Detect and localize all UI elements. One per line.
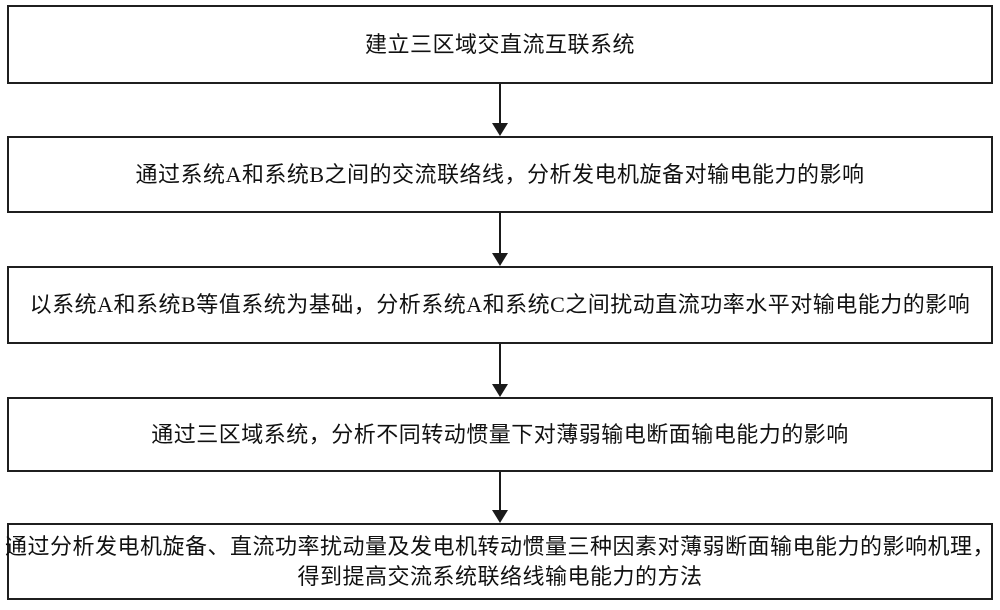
flow-step-1: 建立三区域交直流互联系统: [7, 5, 993, 84]
down-arrow-4: [492, 472, 508, 523]
down-arrow-2: [492, 213, 508, 266]
arrow-shaft: [499, 472, 501, 510]
flow-step-5-text-line1: 通过分析发电机旋备、直流功率扰动量及发电机转动惯量三种因素对薄弱断面输电能力的影…: [5, 533, 996, 559]
arrow-shaft: [499, 213, 501, 253]
flow-step-3-text: 以系统A和系统B等值系统为基础，分析系统A和系统C之间扰动直流功率水平对输电能力…: [29, 292, 971, 317]
flow-step-3: 以系统A和系统B等值系统为基础，分析系统A和系统C之间扰动直流功率水平对输电能力…: [7, 266, 993, 344]
arrow-head-icon: [492, 384, 508, 397]
flow-step-5: 通过分析发电机旋备、直流功率扰动量及发电机转动惯量三种因素对薄弱断面输电能力的影…: [5, 523, 996, 600]
arrow-shaft: [499, 344, 501, 384]
flow-step-4: 通过三区域系统，分析不同转动惯量下对薄弱输电断面输电能力的影响: [7, 397, 993, 472]
flow-step-2-text: 通过系统A和系统B之间的交流联络线，分析发电机旋备对输电能力的影响: [135, 161, 865, 187]
arrow-head-icon: [492, 123, 508, 136]
arrow-head-icon: [492, 253, 508, 266]
flow-step-2: 通过系统A和系统B之间的交流联络线，分析发电机旋备对输电能力的影响: [7, 136, 993, 213]
arrow-shaft: [499, 84, 501, 123]
down-arrow-1: [492, 84, 508, 136]
down-arrow-3: [492, 344, 508, 397]
arrow-head-icon: [492, 510, 508, 523]
flow-step-1-text: 建立三区域交直流互联系统: [364, 31, 635, 57]
flow-step-5-text-line2: 得到提高交流系统联络线输电能力的方法: [297, 563, 703, 589]
flow-step-4-text: 通过三区域系统，分析不同转动惯量下对薄弱输电断面输电能力的影响: [151, 421, 849, 447]
